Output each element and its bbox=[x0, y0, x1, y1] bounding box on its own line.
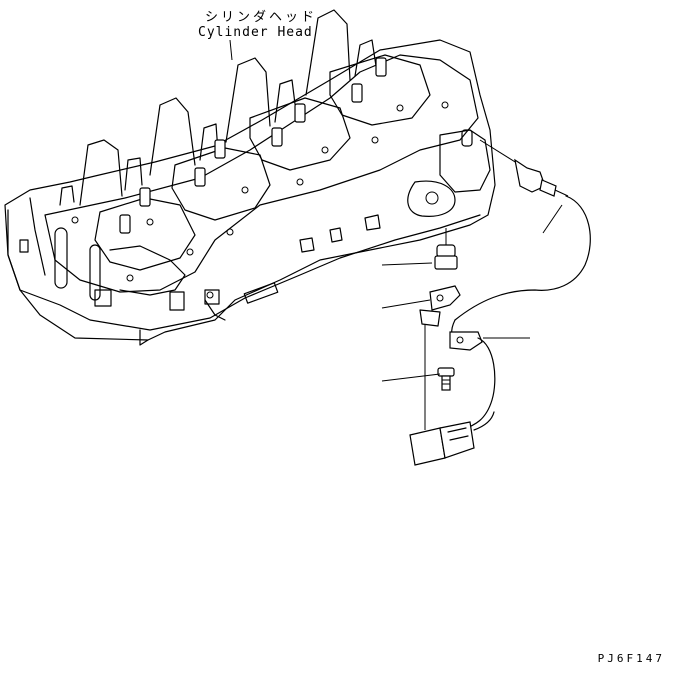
connector bbox=[409, 411, 495, 466]
clamp bbox=[449, 331, 496, 431]
temperature-sensor bbox=[451, 139, 591, 343]
leader-bracket bbox=[381, 299, 431, 309]
figure-code: PJ6F147 bbox=[597, 652, 665, 665]
title-japanese: シリンダヘッド bbox=[205, 10, 318, 25]
bolt bbox=[437, 367, 455, 391]
valve-stems bbox=[119, 57, 387, 234]
deck-bolt-holes bbox=[71, 101, 449, 299]
title-english: Cylinder Head bbox=[198, 25, 313, 40]
cylinder-head bbox=[4, 9, 496, 346]
leader-bolt bbox=[381, 373, 441, 382]
sensor-wire bbox=[454, 195, 591, 321]
title-leader-line bbox=[229, 39, 233, 61]
plug bbox=[434, 228, 458, 270]
leader-plug bbox=[381, 262, 433, 266]
leader-sensor bbox=[542, 204, 563, 234]
leader-lines bbox=[381, 204, 563, 382]
bracket bbox=[419, 285, 461, 430]
